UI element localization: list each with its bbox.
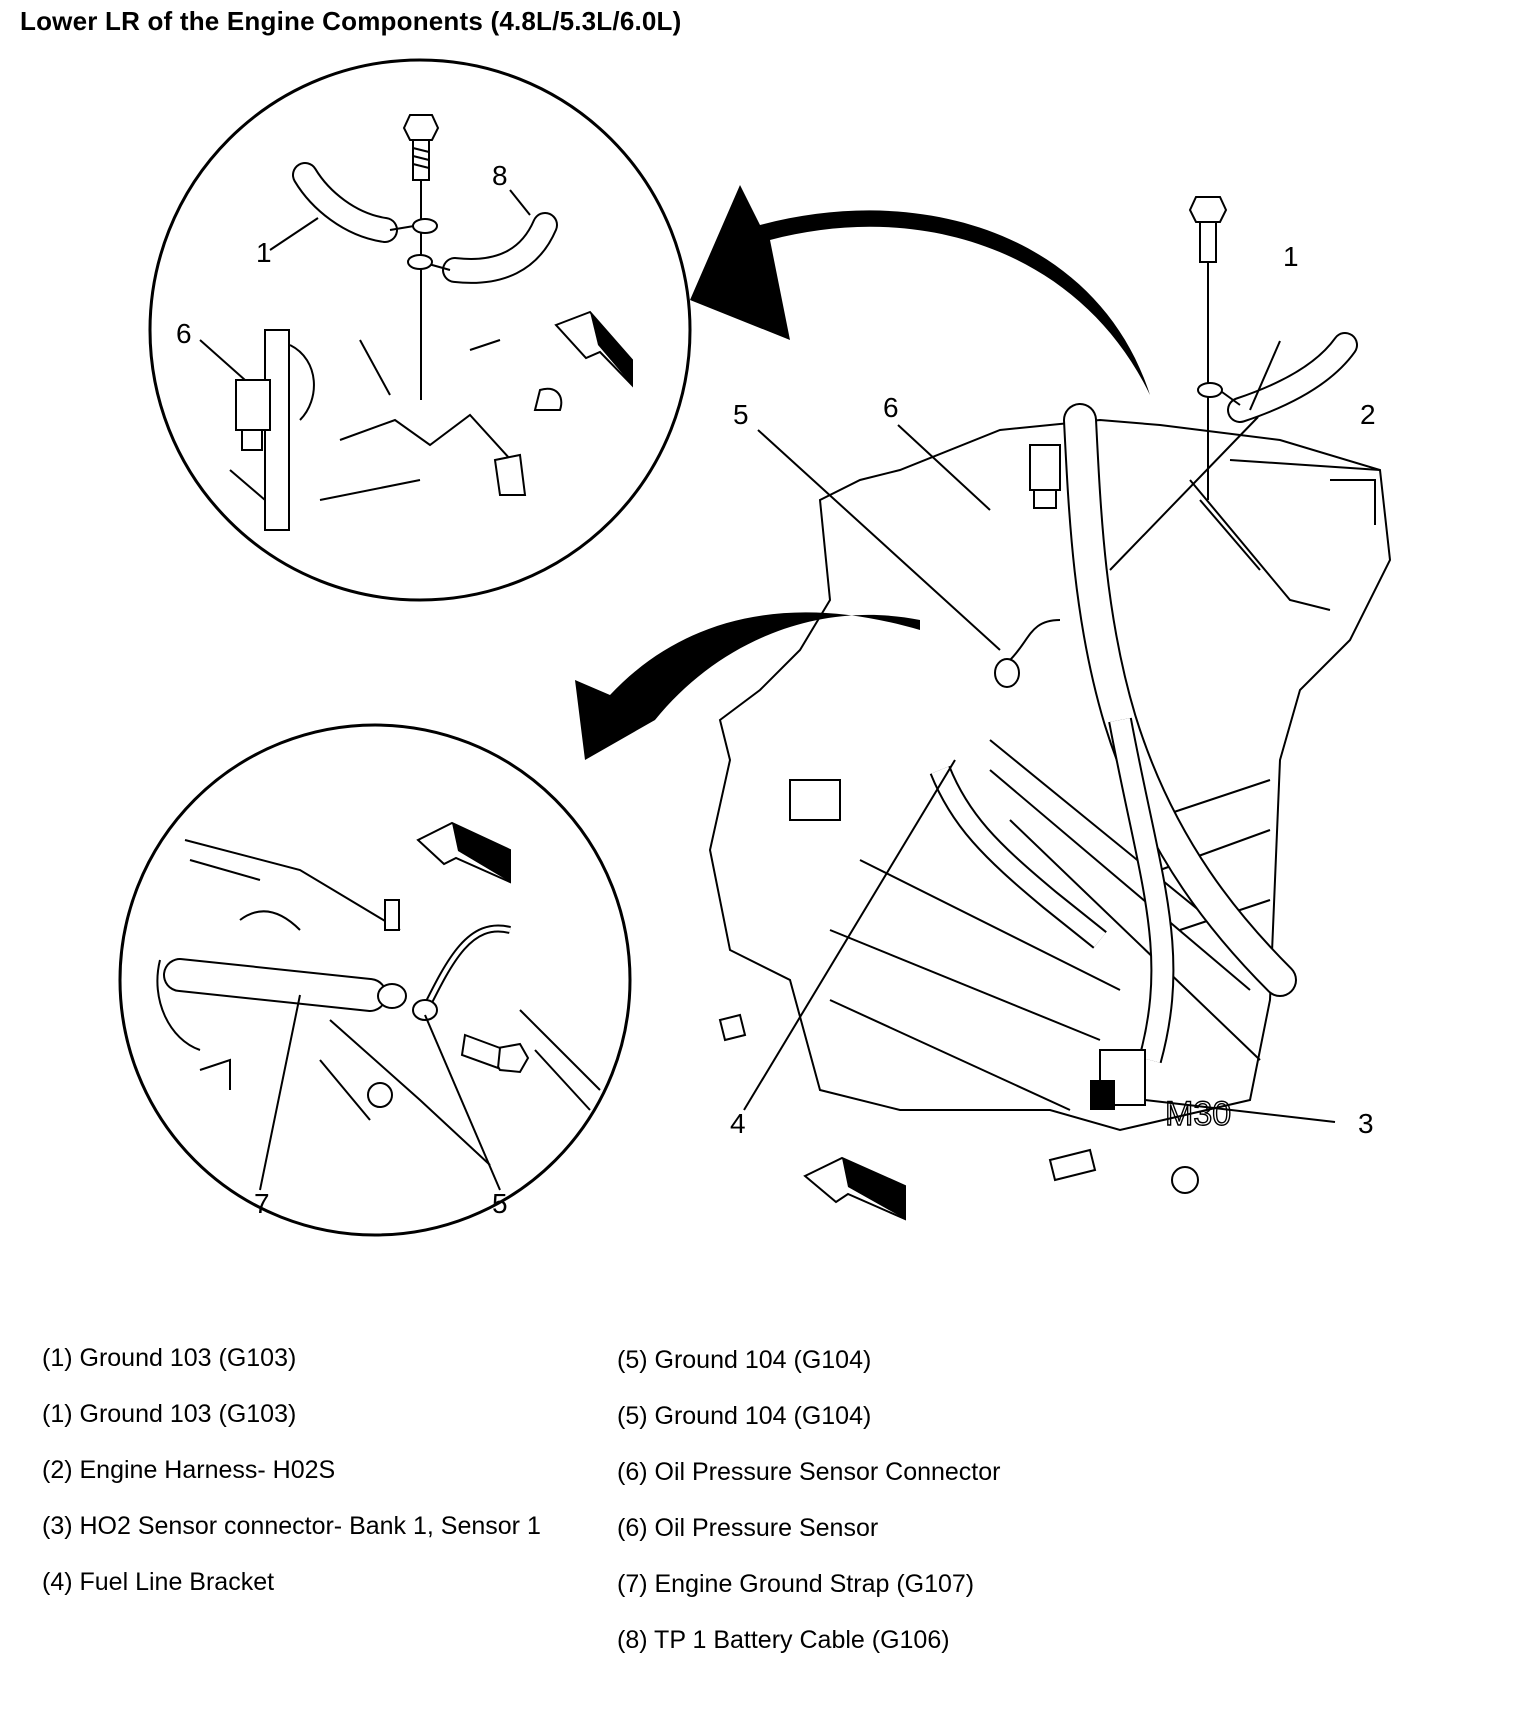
page-title: Lower LR of the Engine Components (4.8L/… <box>20 6 682 36</box>
bolt-icon <box>460 1033 530 1074</box>
legend-item: (5) Ground 104 (G104) <box>617 1402 872 1430</box>
callout-1-main: 1 <box>1283 241 1299 272</box>
direction-arrow-icon <box>416 821 511 884</box>
direction-arrow-icon <box>554 310 633 388</box>
engine-diagram: 8 1 6 <box>118 58 1392 1237</box>
legend-item: (6) Oil Pressure Sensor Connector <box>617 1458 1001 1486</box>
callout-7-bottom: 7 <box>254 1188 270 1219</box>
callout-4-main: 4 <box>730 1108 746 1139</box>
callout-2-main: 2 <box>1360 399 1376 430</box>
callout-5-main: 5 <box>733 399 749 430</box>
legend-item: (2) Engine Harness- H02S <box>42 1456 336 1484</box>
legend-item: (5) Ground 104 (G104) <box>617 1346 872 1374</box>
callout-8-top: 8 <box>492 160 508 191</box>
legend-item: (3) HO2 Sensor connector- Bank 1, Sensor… <box>42 1512 541 1540</box>
direction-arrow-icon <box>803 1156 906 1221</box>
legend-item: (1) Ground 103 (G103) <box>42 1344 297 1372</box>
legend-item: (6) Oil Pressure Sensor <box>617 1514 879 1542</box>
callout-6-main: 6 <box>883 392 899 423</box>
engine-marking: M30 <box>1165 1095 1231 1133</box>
legend-item: (8) TP 1 Battery Cable (G106) <box>617 1626 950 1654</box>
curved-arrow-bottom <box>575 612 920 760</box>
bottom-detail-view: 7 5 <box>118 723 632 1237</box>
legend-item: (4) Fuel Line Bracket <box>42 1568 275 1596</box>
callout-3-main: 3 <box>1358 1108 1374 1139</box>
callout-6-top: 6 <box>176 318 192 349</box>
bolt-icon <box>402 114 440 400</box>
legend-item: (7) Engine Ground Strap (G107) <box>617 1570 975 1598</box>
curved-arrow-top <box>690 185 1150 395</box>
callout-1-top: 1 <box>256 237 272 268</box>
main-engine-view: M30 1 2 3 4 5 6 <box>708 196 1392 1221</box>
legend-left-column: (1) Ground 103 (G103) (1) Ground 103 (G1… <box>42 1330 541 1610</box>
legend-right-column: (5) Ground 104 (G104) (5) Ground 104 (G1… <box>617 1332 1000 1668</box>
bolt-icon <box>1188 196 1228 500</box>
top-detail-view: 8 1 6 <box>148 58 692 602</box>
callout-5-bottom: 5 <box>492 1188 508 1219</box>
legend-item: (1) Ground 103 (G103) <box>42 1400 297 1428</box>
